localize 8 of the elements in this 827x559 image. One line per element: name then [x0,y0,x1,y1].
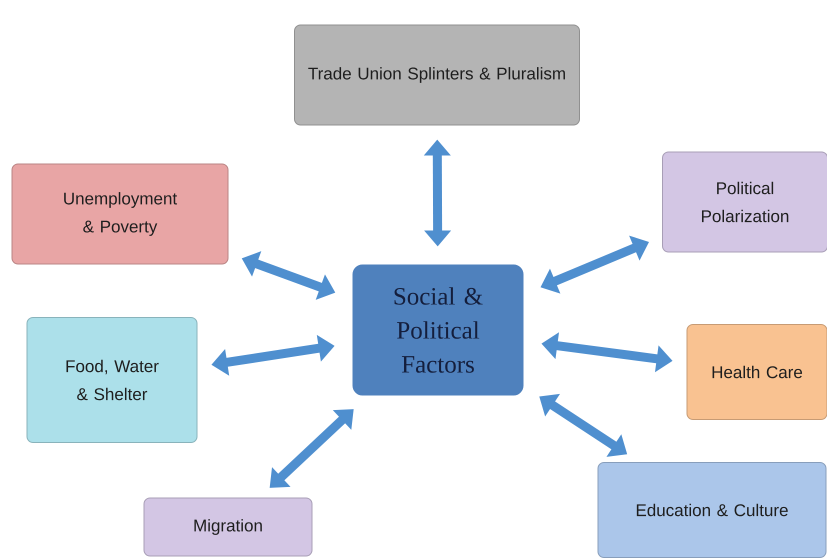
scroll-box: Health Care [686,324,827,420]
scroll-box: Unemployment & Poverty [12,164,228,264]
scroll-box: Political Polarization [662,152,827,252]
scroll-box: Trade Union Splinters & Pluralism [294,24,580,126]
scroll-box: Food, Water & Shelter [26,317,198,443]
scroll-box: Education & Culture [598,462,826,558]
center-box: Social & Political Factors [348,260,528,400]
scroll-box: Migration [144,498,312,556]
